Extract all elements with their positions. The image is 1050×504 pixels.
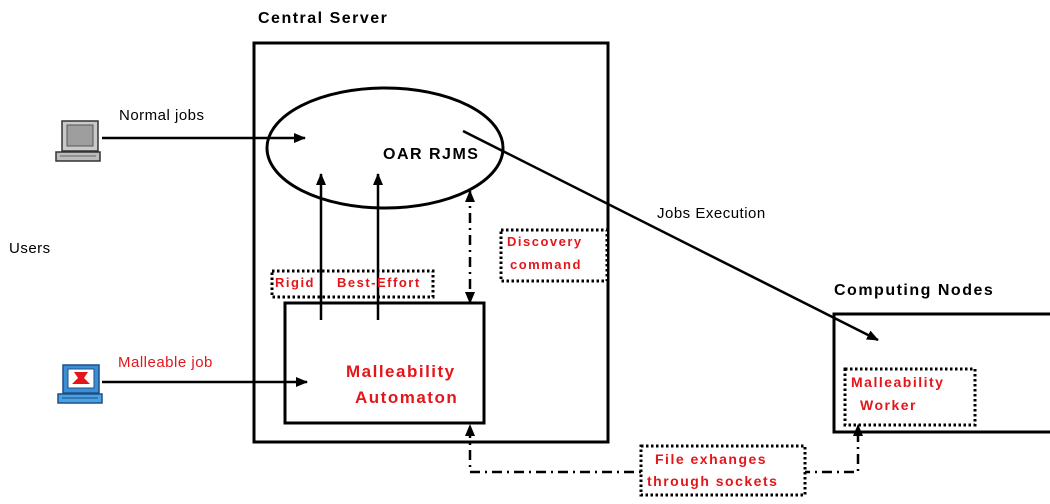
computing-nodes-title: Computing Nodes	[834, 282, 995, 299]
oar-rjms-label: OAR RJMS	[383, 146, 480, 163]
worker-label-line1: Malleability	[851, 374, 945, 390]
worker-label-line2: Worker	[860, 397, 917, 413]
users-label: Users	[9, 240, 51, 257]
jobs-execution-label: Jobs Execution	[657, 205, 766, 222]
discovery-label-line1: Discovery	[507, 234, 583, 249]
malleable-job-label: Malleable job	[118, 354, 213, 371]
file-exchange-connection	[468, 428, 860, 474]
file-exchange-label-line1: File exhanges	[655, 451, 768, 467]
jobs-execution-arrow	[462, 129, 879, 342]
central-server-title: Central Server	[258, 10, 389, 27]
computer-terminal-icon	[55, 120, 101, 162]
rigid-label: Rigid	[275, 275, 315, 290]
file-exchange-arrowhead-left	[465, 424, 475, 436]
best-effort-label: Best-Effort	[337, 275, 421, 290]
computing-nodes-box	[832, 312, 1050, 434]
automaton-label-line1: Malleability	[346, 362, 456, 381]
oar-rjms-ellipse	[265, 86, 505, 210]
central-server-box	[252, 41, 610, 444]
computer-monitor-icon	[57, 364, 103, 404]
normal-jobs-label: Normal jobs	[119, 107, 205, 124]
discovery-label-line2: command	[510, 257, 582, 272]
automaton-label-line2: Automaton	[355, 388, 459, 407]
discovery-command-box	[499, 228, 609, 283]
file-exchange-box	[639, 444, 807, 497]
file-exchange-arrowhead-right	[853, 424, 863, 436]
rigid-besteffort-box	[270, 269, 435, 299]
malleability-automaton-box	[283, 301, 486, 425]
file-exchange-label-line2: through sockets	[647, 473, 779, 489]
malleability-worker-box	[843, 367, 977, 427]
